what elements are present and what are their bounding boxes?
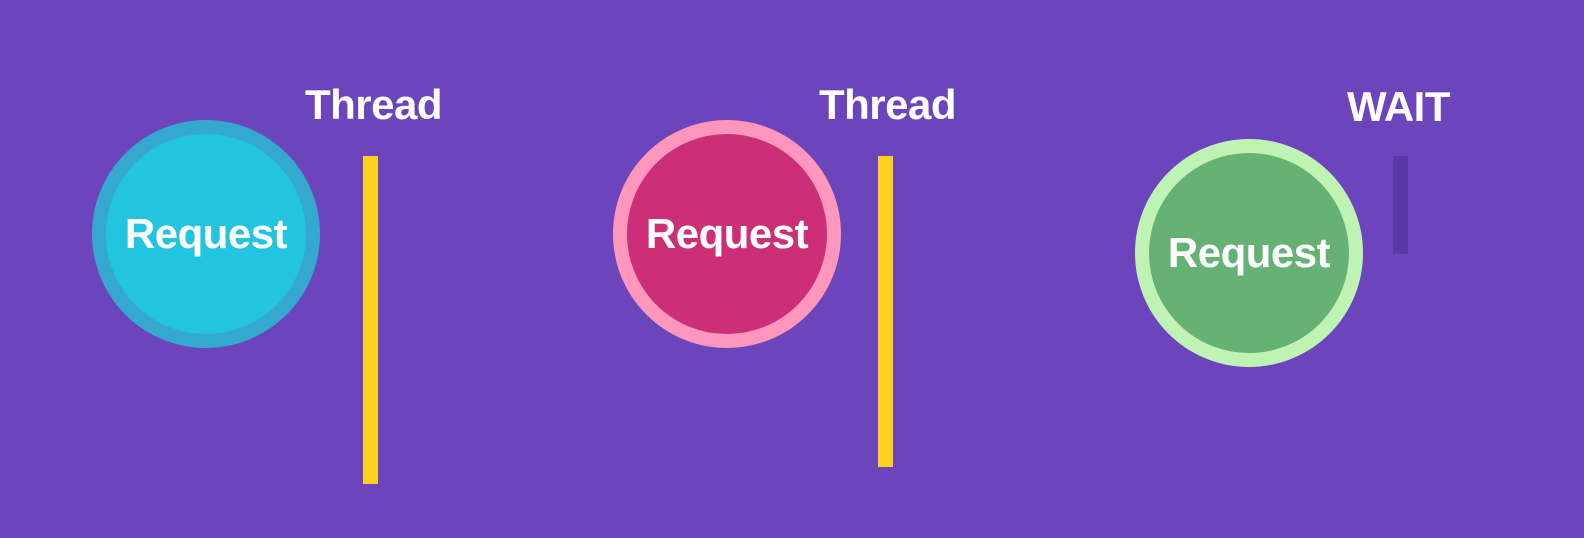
thread-bar-2 [878, 156, 893, 467]
request-label-3: Request [1167, 229, 1331, 276]
request-circle-2: Request [613, 120, 841, 348]
thread-bar-1 [363, 156, 378, 484]
request-circle-3: Request [1135, 139, 1363, 367]
request-circle-1: Request [92, 120, 320, 348]
thread-label-2: Thread [819, 81, 957, 128]
request-label-2: Request [645, 210, 809, 257]
request-label-1: Request [124, 210, 288, 257]
wait-label: WAIT [1347, 83, 1450, 130]
wait-bar [1393, 156, 1408, 254]
thread-label-1: Thread [305, 81, 443, 128]
